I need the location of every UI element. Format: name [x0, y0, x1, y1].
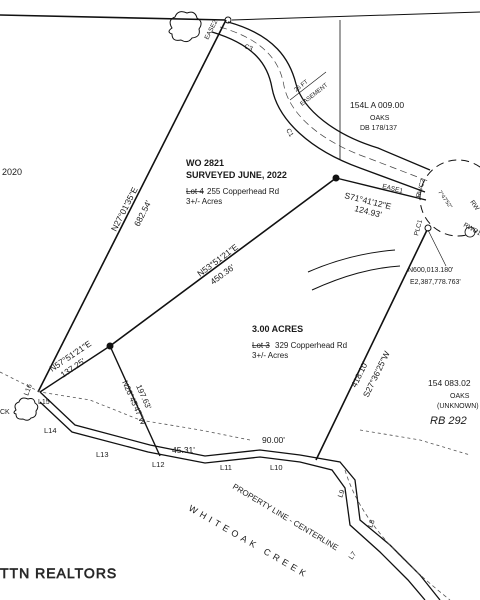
inner-south-line [109, 345, 161, 457]
creek-dashed-line-right [359, 429, 471, 456]
surveyed-date: SURVEYED JUNE, 2022 [186, 170, 287, 180]
lot4-label: Lot 4 [186, 187, 204, 196]
corner-marker-mid [106, 342, 114, 350]
label-l12: L12 [152, 460, 165, 469]
easement-road-inner [227, 21, 431, 171]
lot4-acreage: 3+/- Acres [186, 197, 222, 206]
lot4-address: 255 Copperhead Rd [207, 187, 279, 196]
north-boundary-line-east [231, 11, 480, 21]
corner-monument-top [224, 16, 232, 24]
label-c1: C1 [284, 128, 294, 139]
label-l11: L11 [220, 463, 232, 472]
south-road-line-lower [39, 401, 426, 600]
parcel-154-name: OAKS [450, 393, 470, 400]
label-l15: L15 [38, 399, 50, 406]
creek-bank-right [344, 469, 451, 600]
label-plc1: PLC1 [413, 219, 424, 237]
label-l7: L7 [348, 551, 358, 561]
lot3-label: Lot 3 [252, 341, 270, 350]
driveway-line-upper [307, 249, 396, 273]
south-road-line-upper [39, 391, 441, 600]
west-line-distance: 682.54' [132, 198, 154, 227]
label-l8: L8 [367, 519, 376, 529]
coordinate-east: E2,387,778.763' [410, 279, 461, 286]
lot3-address: 329 Copperhead Rd [275, 341, 347, 350]
label-c3: C3 [243, 43, 254, 53]
coordinate-north: N600,013.180' [408, 267, 453, 274]
label-l9: L9 [337, 489, 346, 499]
label-rw: RW [468, 199, 480, 212]
lot-division-line [109, 177, 337, 347]
wo-number: WO 2821 [186, 158, 224, 168]
left-edge-label: CK [0, 409, 10, 416]
coordinate-leader [427, 229, 447, 267]
mid-west-line [39, 345, 111, 393]
top-east-line [335, 177, 427, 201]
parcel-154-id: 154 083.02 [428, 378, 471, 388]
east-boundary-line [315, 227, 429, 461]
label-ease1: EASE1 [382, 183, 404, 195]
label-l13: L13 [96, 450, 109, 459]
corner-marker-north [332, 174, 340, 182]
label-rwc2: RWC2 [415, 178, 427, 199]
easement-road-outer [211, 31, 426, 193]
parcel-154-book: RB 292 [430, 415, 467, 427]
parcel-154l-name: OAKS [370, 115, 390, 122]
west-parcel-number: 2020 [2, 167, 22, 177]
rw-circle-inner [464, 226, 476, 238]
parcel-154l-deed: DB 178/137 [360, 125, 397, 132]
easement-leader [289, 71, 327, 101]
label-l16: L16 [23, 383, 34, 396]
label-l10: L10 [270, 463, 283, 472]
creek-dashed-line [0, 371, 251, 441]
parcel-154-owner: (UNKNOWN) [437, 403, 479, 410]
bottom-distance-2: 90.00' [262, 435, 285, 445]
tree-symbol-bottom [13, 397, 39, 421]
driveway-line-lower [311, 265, 401, 291]
bottom-distance-1: 45.31' [172, 445, 195, 455]
corner-marker-east [424, 224, 432, 232]
creek-name: WHITEOAK CREEK [187, 503, 311, 580]
watermark-text: TTN REALTORS [0, 565, 117, 581]
west-boundary-line [37, 19, 227, 393]
coordinate-note: 7°47'52" [436, 190, 453, 210]
north-boundary-line [0, 14, 227, 21]
tree-symbol-top [168, 11, 202, 43]
label-l14: L14 [44, 426, 57, 435]
parcel-154l-id: 154L A 009.00 [350, 100, 404, 110]
easement-centerline [219, 26, 429, 182]
lot3-acreage: 3+/- Acres [252, 351, 288, 360]
lot3-area: 3.00 ACRES [252, 324, 303, 334]
